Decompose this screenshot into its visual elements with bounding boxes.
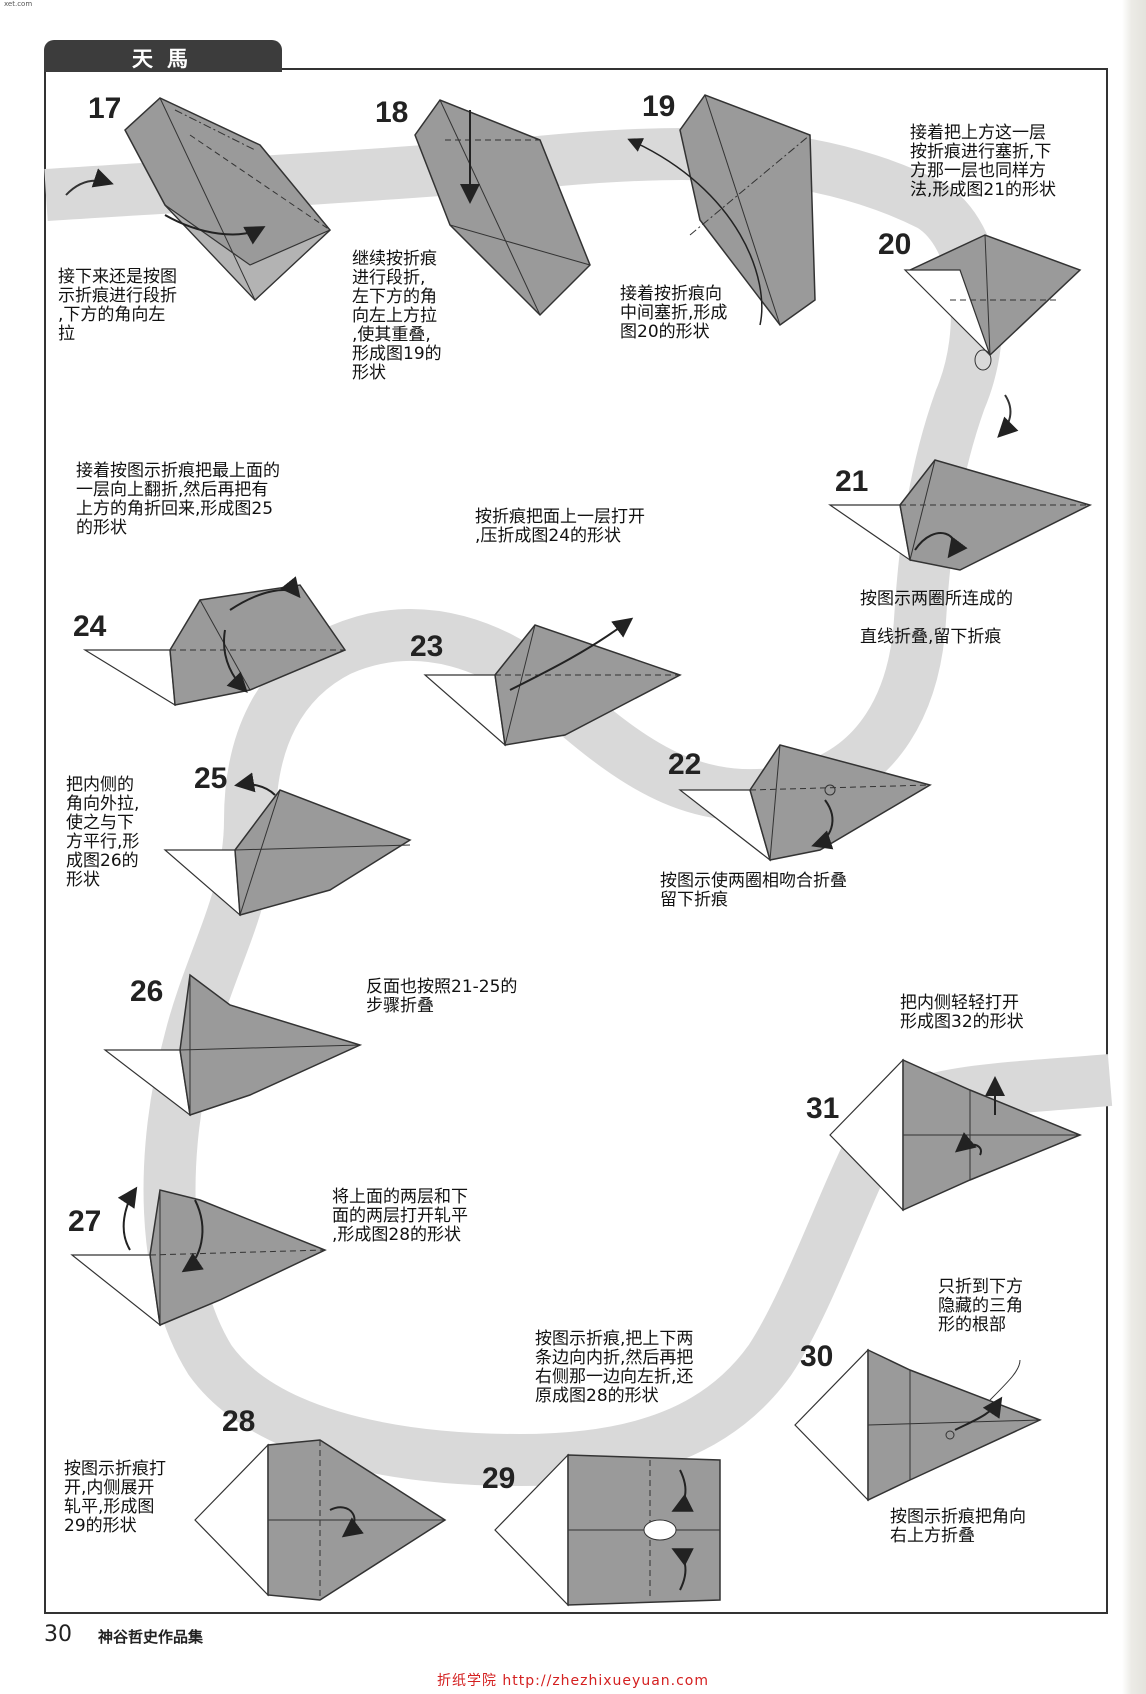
step-22-number: 22	[668, 748, 701, 782]
step-21-caption: 按图示两圈所连成的 直线折叠,留下折痕	[860, 590, 1013, 647]
step-23-number: 23	[410, 630, 443, 664]
step-22-caption: 按图示使两圈相吻合折叠 留下折痕	[660, 872, 847, 910]
step-20-diagram	[905, 235, 1080, 370]
step-30-number: 30	[800, 1340, 833, 1374]
step-27-number: 27	[68, 1205, 101, 1239]
down-arrow-icon	[1000, 395, 1010, 435]
step-18-caption: 继续按折痕 进行段折, 左下方的角 向左上方拉 ,使其重叠, 形成图19的 形状	[352, 250, 442, 383]
book-title: 神谷哲史作品集	[98, 1626, 203, 1647]
step-20-number: 20	[878, 228, 911, 262]
step-23-caption: 按折痕把面上一层打开 ,压折成图24的形状	[475, 508, 645, 546]
step-31-caption: 把内侧轻轻打开 形成图32的形状	[900, 994, 1024, 1032]
step-20-caption: 接着把上方这一层 按折痕进行塞折,下 方那一层也同样方 法,形成图21的形状	[910, 124, 1056, 200]
page-number: 30	[44, 1622, 72, 1647]
step-21-number: 21	[835, 465, 868, 499]
step-31-number: 31	[806, 1092, 839, 1126]
step-27-caption: 将上面的两层和下 面的两层打开轧平 ,形成图28的形状	[332, 1188, 468, 1245]
step-25-diagram	[165, 784, 410, 915]
step-28-caption: 按图示折痕打 开,内侧展开 轧平,形成图 29的形状	[64, 1460, 166, 1536]
step-27-diagram	[72, 1190, 325, 1325]
step-28-number: 28	[222, 1405, 255, 1439]
step-19-number: 19	[642, 90, 675, 124]
step-30-caption: 按图示折痕把角向 右上方折叠	[890, 1508, 1026, 1546]
step-18-number: 18	[375, 96, 408, 130]
step-21-diagram	[830, 460, 1090, 570]
step-30-note: 只折到下方 隐藏的三角 形的根部	[938, 1278, 1023, 1335]
step-17-caption: 接下来还是按图 示折痕进行段折 ,下方的角向左 拉	[58, 268, 177, 344]
step-17-number: 17	[88, 92, 121, 126]
step-25-number: 25	[194, 762, 227, 796]
step-25-caption: 把内侧的 角向外拉, 使之与下 方平行,形 成图26的 形状	[66, 776, 139, 890]
step-26-caption: 反面也按照21-25的 步骤折叠	[366, 978, 517, 1016]
step-29-number: 29	[482, 1462, 515, 1496]
step-19-caption: 接着按折痕向 中间塞折,形成 图20的形状	[620, 285, 727, 342]
step-24-number: 24	[73, 610, 106, 644]
step-29-caption: 按图示折痕,把上下两 条边向内折,然后再把 右侧那一边向左折,还 原成图28的形…	[535, 1330, 693, 1406]
step-26-number: 26	[130, 975, 163, 1009]
step-24-caption: 接着按图示折痕把最上面的 一层向上翻折,然后再把有 上方的角折回来,形成图25 …	[76, 462, 280, 538]
footer-watermark: 折纸学院 http://zhezhixueyuan.com	[0, 1670, 1146, 1690]
